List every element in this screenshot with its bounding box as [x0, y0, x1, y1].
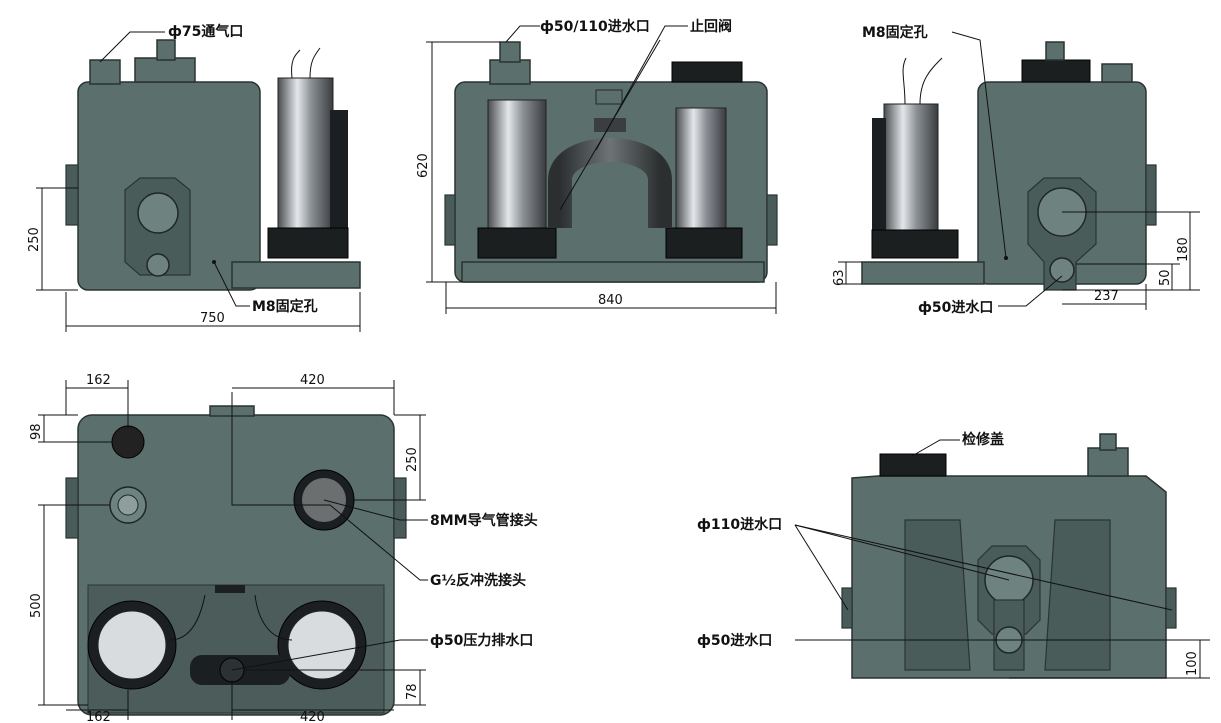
- vent-top: [111, 425, 145, 459]
- label-vent: ф75通气口: [168, 23, 243, 40]
- view-front: ф50/110进水口 止回阀 840 620: [416, 18, 778, 314]
- dim-250a: 250: [27, 227, 42, 252]
- view-top: 162 420 162 420 98 500 250 78 8MM导气管接头 G…: [29, 373, 538, 723]
- pump-right: [675, 107, 727, 233]
- dim-420b: 420: [300, 710, 325, 723]
- dim-620: 620: [416, 153, 431, 178]
- dim-250b: 250: [405, 447, 420, 472]
- label-air-connector: 8MM导气管接头: [430, 512, 538, 529]
- label-m8-left: M8固定孔: [252, 298, 318, 315]
- dim-162a: 162: [86, 373, 111, 388]
- u-pipe: [548, 138, 672, 228]
- dim-78: 78: [405, 683, 420, 700]
- view-right-side: M8固定孔 ф50进水口 237 63 50 180: [832, 24, 1200, 316]
- dim-420a: 420: [300, 373, 325, 388]
- label-m8-right: M8固定孔: [862, 24, 928, 41]
- dim-840: 840: [598, 293, 623, 308]
- dim-500: 500: [29, 593, 44, 618]
- dim-100: 100: [1185, 651, 1200, 676]
- view-rear: 检修盖 ф110进水口 ф50进水口 100: [697, 431, 1210, 679]
- service-cover-front: [671, 61, 743, 83]
- dim-750: 750: [200, 311, 225, 326]
- dim-98: 98: [29, 423, 44, 440]
- label-inlet-50-rear: ф50进水口: [697, 632, 772, 649]
- label-service-cover: 检修盖: [962, 431, 1004, 448]
- dim-180: 180: [1176, 237, 1191, 262]
- cover: [134, 57, 196, 83]
- view-left-side: ф75通气口 M8固定孔 750 250: [27, 23, 361, 332]
- side-inlet: [65, 164, 79, 226]
- vent-port: [89, 59, 121, 85]
- label-check-valve: 止回阀: [690, 18, 732, 35]
- base-plate: [231, 261, 361, 289]
- label-inlet-110: ф110进水口: [697, 516, 782, 533]
- dim-162b: 162: [86, 710, 111, 723]
- dim-63: 63: [832, 269, 847, 286]
- dim-237: 237: [1094, 289, 1119, 304]
- label-backflush: G½反冲洗接头: [430, 572, 526, 589]
- pump-motor: [277, 77, 334, 229]
- pump-left: [487, 99, 547, 231]
- dim-50: 50: [1158, 269, 1173, 286]
- pump-base: [267, 227, 349, 259]
- label-inlet-50-side: ф50进水口: [918, 299, 993, 316]
- label-inlet-50-110: ф50/110进水口: [540, 18, 650, 35]
- label-pressure-outlet: ф50压力排水口: [430, 632, 533, 649]
- service-cover-rear: [879, 453, 947, 477]
